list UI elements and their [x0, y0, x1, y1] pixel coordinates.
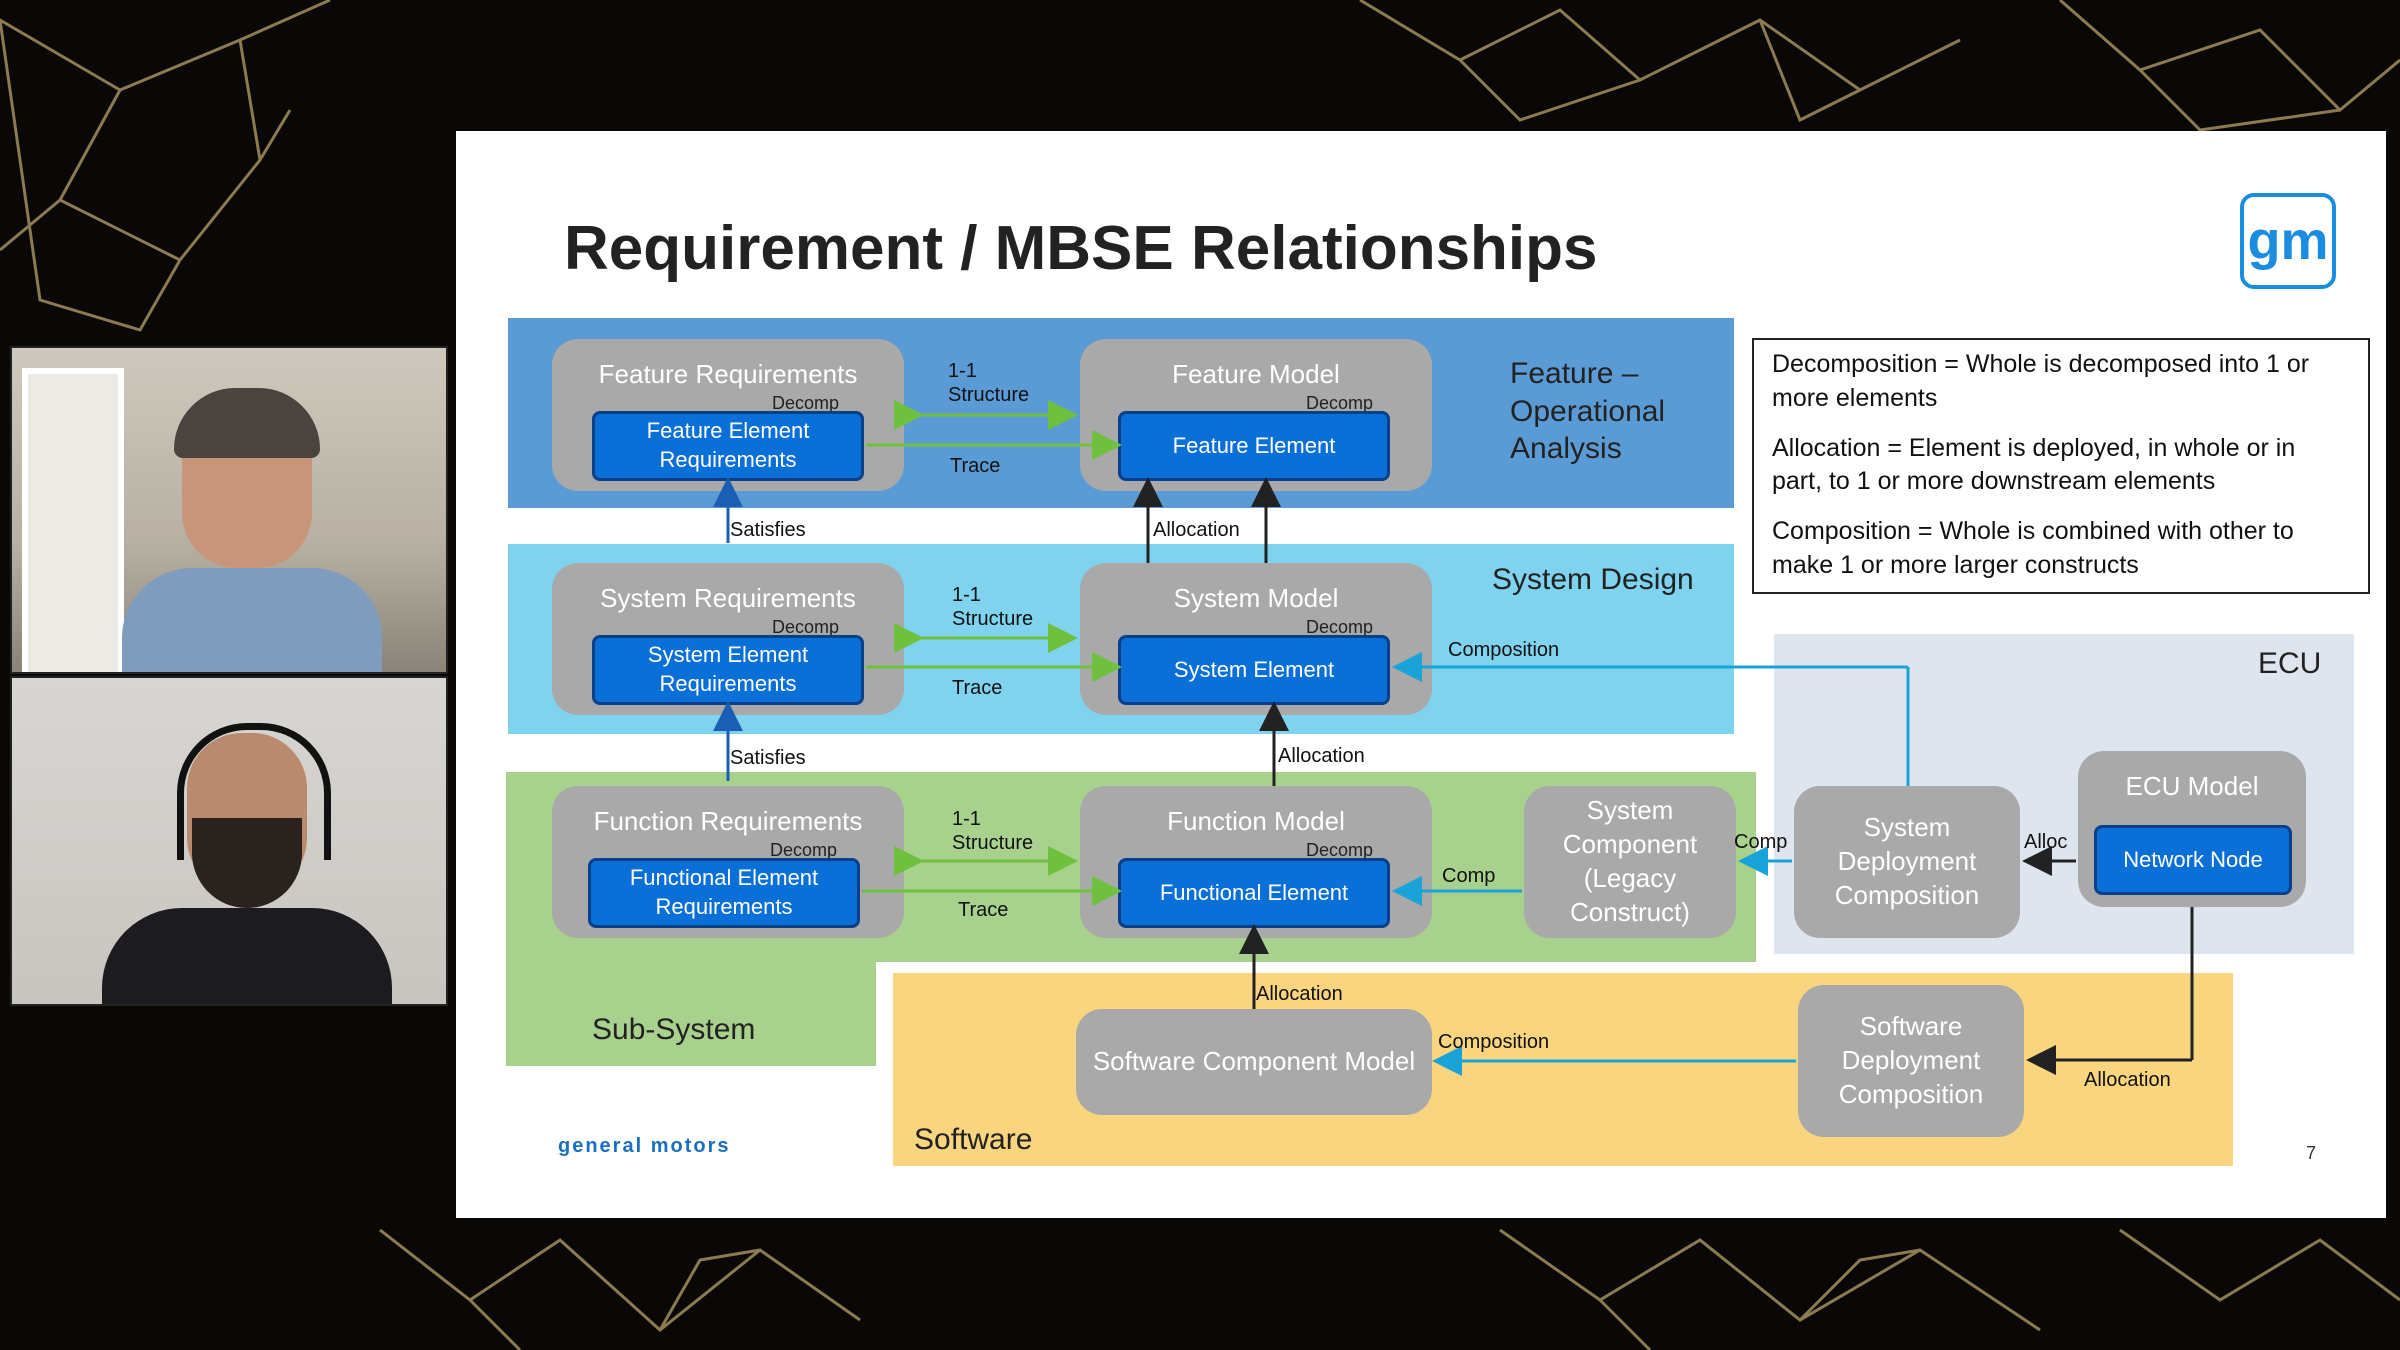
feature-element[interactable]: Feature Element	[1118, 411, 1390, 481]
ecu-model-box[interactable]: ECU Model Network Node	[2078, 751, 2306, 907]
satisfies-label-feature: Satisfies	[730, 519, 806, 541]
allocation-label-ecu-software: Allocation	[2084, 1069, 2171, 1091]
person-shirt	[122, 568, 382, 672]
alloc-label-ecu: Alloc	[2024, 831, 2068, 853]
subsystem-band-label: Sub-System	[592, 1013, 756, 1046]
definitions-legend: Decomposition = Whole is decomposed into…	[1752, 338, 2370, 594]
person-shirt	[102, 908, 392, 1004]
network-node[interactable]: Network Node	[2094, 825, 2292, 895]
ecu-model-title: ECU Model	[2125, 771, 2259, 801]
trace-label-feature: Trace	[950, 455, 1001, 477]
feature-band-label: Feature – Operational Analysis	[1510, 357, 1666, 465]
footer-brand: general motors	[558, 1135, 731, 1157]
window-frame	[22, 368, 124, 672]
function-model-decomp: Decomp	[1306, 840, 1374, 860]
person-hair	[174, 388, 320, 458]
feature-model-decomp: Decomp	[1306, 393, 1374, 413]
comp-label-deployment: Comp	[1734, 831, 1788, 853]
system-requirements-box[interactable]: System Requirements Decomp System Elemen…	[552, 563, 904, 715]
system-model-title: System Model	[1173, 583, 1339, 613]
composition-arrows	[1392, 652, 1910, 1076]
legend-decomposition: Decomposition = Whole is decomposed into…	[1772, 350, 2310, 412]
structure-arrows	[862, 400, 1122, 906]
function-requirements-box[interactable]: Function Requirements Decomp Functional …	[552, 786, 904, 938]
slide-title: Requirement / MBSE Relationships	[564, 214, 1598, 283]
feature-model-box[interactable]: Feature Model Decomp Feature Element	[1080, 339, 1432, 491]
gm-logo-text: gm	[2247, 211, 2329, 271]
trace-label-function: Trace	[958, 899, 1009, 921]
legend-allocation: Allocation = Element is deployed, in who…	[1772, 433, 2296, 496]
function-model-title: Function Model	[1167, 806, 1345, 836]
ecu-band-label: ECU	[2258, 647, 2322, 680]
relationship-arrows	[713, 400, 2194, 1076]
trace-label-system: Trace	[952, 677, 1003, 699]
satisfies-label-system: Satisfies	[730, 747, 806, 769]
subsystem-band-lower	[506, 962, 876, 1066]
feature-model-title: Feature Model	[1172, 359, 1340, 389]
allocation-label-software: Allocation	[1256, 983, 1343, 1005]
feature-requirements-decomp: Decomp	[772, 393, 840, 413]
headset-icon	[177, 723, 331, 860]
structure-label-function: 1-1 Structure	[952, 808, 1034, 854]
structure-label-system: 1-1 Structure	[952, 584, 1034, 630]
participant-1-camera[interactable]	[10, 346, 448, 674]
allocation-label-system: Allocation	[1278, 745, 1365, 767]
software-deployment-box[interactable]: Software Deployment Composition	[1798, 985, 2024, 1137]
system-band-label: System Design	[1492, 563, 1694, 596]
system-element-requirements[interactable]: System Element Requirements	[592, 635, 864, 705]
allocation-arrows	[1133, 477, 2194, 1075]
functional-element-requirements[interactable]: Functional Element Requirements	[588, 858, 860, 928]
comp-label-function: Comp	[1442, 865, 1496, 887]
system-model-decomp: Decomp	[1306, 617, 1374, 637]
feature-requirements-title: Feature Requirements	[598, 359, 858, 389]
system-component-box[interactable]: System Component (Legacy Construct)	[1524, 786, 1736, 938]
composition-label-software: Composition	[1438, 1031, 1550, 1053]
composition-label-system: Composition	[1448, 639, 1560, 661]
system-requirements-decomp: Decomp	[772, 617, 840, 637]
participant-2-camera[interactable]	[10, 676, 448, 1006]
system-requirements-title: System Requirements	[600, 583, 856, 613]
gm-logo: gm	[2240, 193, 2336, 289]
system-element[interactable]: System Element	[1118, 635, 1390, 705]
function-model-box[interactable]: Function Model Decomp Functional Element	[1080, 786, 1432, 938]
page-number: 7	[2306, 1143, 2317, 1163]
structure-label-feature: 1-1 Structure	[948, 360, 1030, 406]
allocation-label-feature: Allocation	[1153, 519, 1240, 541]
software-band-label: Software	[914, 1123, 1033, 1156]
system-model-box[interactable]: System Model Decomp System Element	[1080, 563, 1432, 715]
system-deployment-box[interactable]: System Deployment Composition	[1794, 786, 2020, 938]
legend-composition: Composition = Whole is combined with oth…	[1772, 517, 2294, 579]
function-requirements-decomp: Decomp	[770, 840, 838, 860]
presentation-slide: Requirement / MBSE Relationships gm Feat…	[456, 131, 2386, 1218]
function-requirements-title: Function Requirements	[593, 806, 863, 836]
software-component-box[interactable]: Software Component Model	[1076, 1009, 1432, 1115]
